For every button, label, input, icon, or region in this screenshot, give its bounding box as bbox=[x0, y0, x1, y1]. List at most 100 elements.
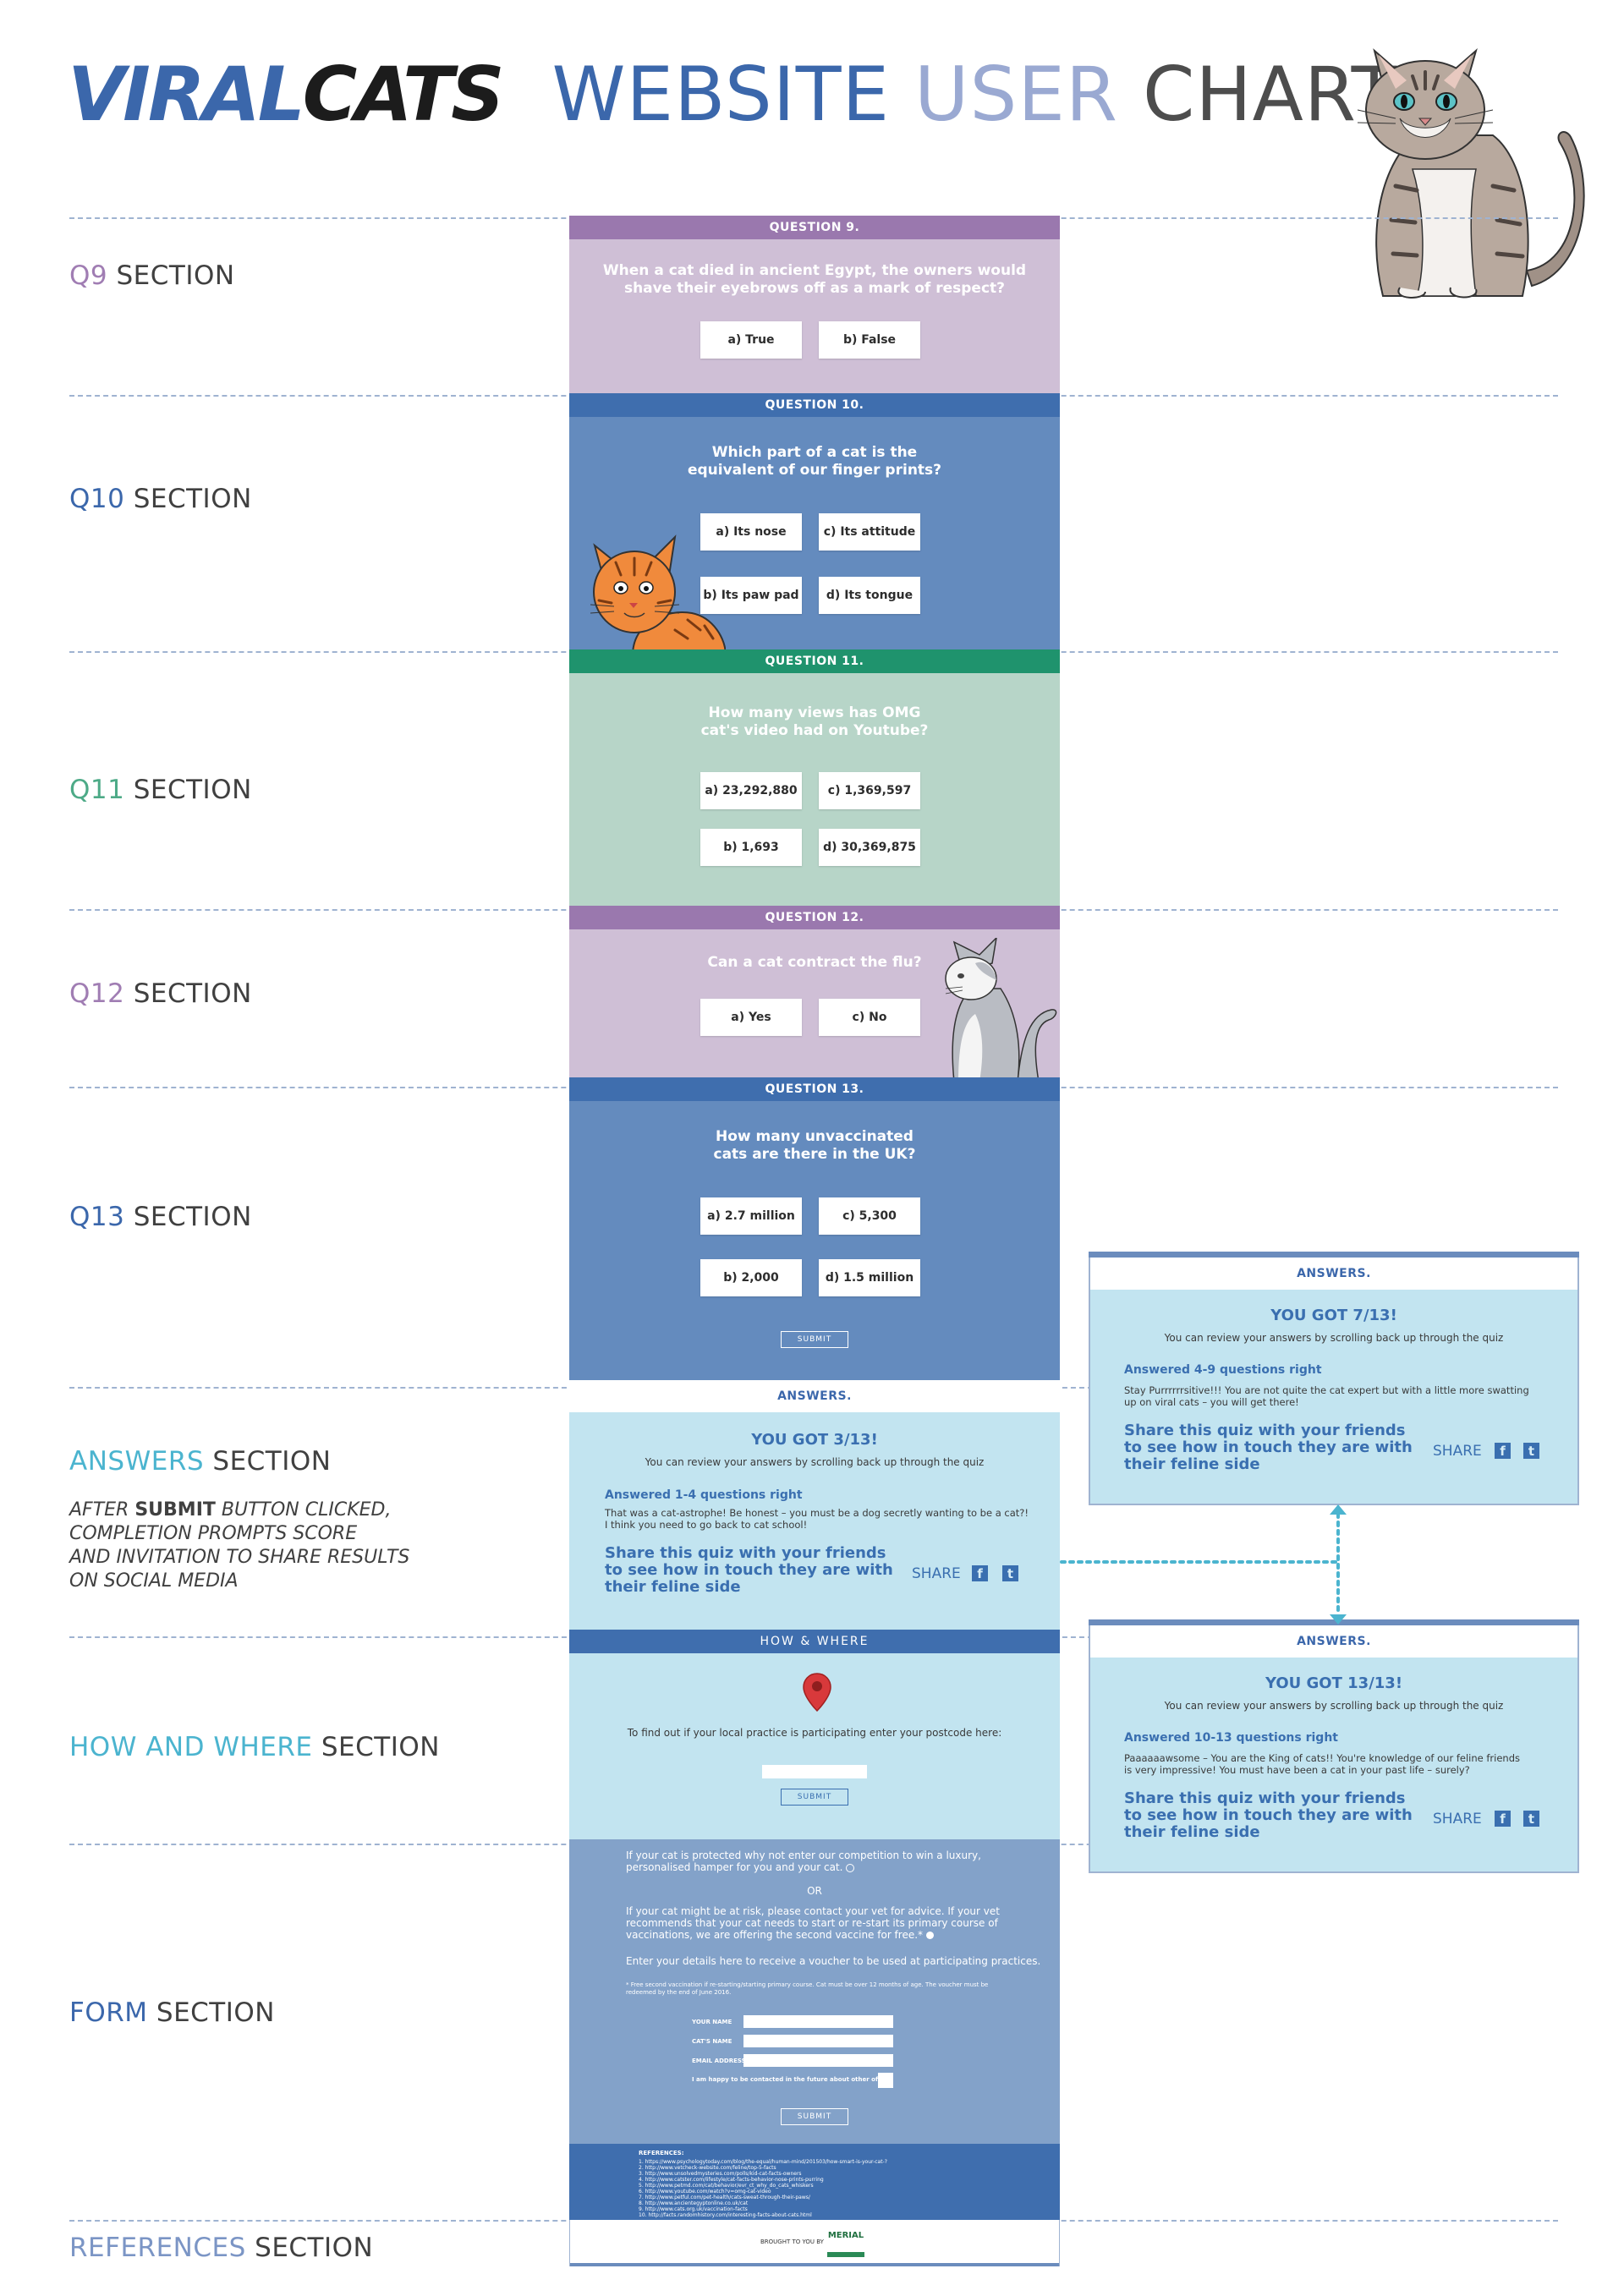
label-key: Q10 bbox=[69, 484, 125, 514]
title-chart: CHART bbox=[1143, 51, 1398, 138]
facebook-icon[interactable]: f bbox=[972, 1565, 988, 1581]
reference-item[interactable]: 9. http://www.cats.org.uk/vaccination-fa… bbox=[639, 2206, 748, 2212]
q10-option-d[interactable]: d) Its tongue bbox=[819, 577, 920, 614]
reference-item[interactable]: 7. http://www.petful.com/pet-health/cats… bbox=[639, 2195, 810, 2200]
vaccine-radio[interactable] bbox=[925, 1932, 934, 1939]
q9-header: QUESTION 9. bbox=[569, 216, 1060, 239]
q11-question: How many views has OMG cat's video had o… bbox=[569, 704, 1060, 740]
twitter-icon[interactable]: t bbox=[1523, 1811, 1539, 1827]
answers-header: ANSWERS. bbox=[1090, 1258, 1577, 1290]
label-key: Q9 bbox=[69, 260, 108, 291]
reference-item[interactable]: 5. http://www.petmd.com/cat/behavior/evr… bbox=[639, 2183, 814, 2189]
message-line: Stay Purrrrrrsitive!!! You are not quite… bbox=[1124, 1384, 1529, 1396]
note-text: AFTER bbox=[69, 1499, 135, 1521]
question-line: How many views has OMG bbox=[708, 704, 921, 721]
label-rest: SECTION bbox=[147, 1997, 275, 2028]
q9-option-b[interactable]: b) False bbox=[819, 321, 920, 359]
label-answers-section: ANSWERS SECTION bbox=[69, 1446, 331, 1477]
share-line: their feline side bbox=[605, 1578, 741, 1596]
answers-note: AFTER SUBMIT BUTTON CLICKED, COMPLETION … bbox=[69, 1499, 409, 1593]
reference-item[interactable]: 1. https://www.psychologytoday.com/blog/… bbox=[639, 2159, 887, 2165]
reference-item[interactable]: 4. http://www.catster.com/lifestyle/cat-… bbox=[639, 2177, 824, 2183]
q13-question: How many unvaccinated cats are there in … bbox=[569, 1128, 1060, 1164]
facebook-icon[interactable]: f bbox=[1495, 1443, 1511, 1459]
q13-option-d[interactable]: d) 1.5 million bbox=[819, 1259, 920, 1296]
email-label: EMAIL ADDRESS bbox=[692, 2058, 746, 2064]
q12-header: QUESTION 12. bbox=[569, 906, 1060, 929]
q11-option-b[interactable]: b) 1,693 bbox=[700, 829, 802, 866]
q10-panel: QUESTION 10. Which part of a cat is the … bbox=[569, 393, 1060, 651]
competition-radio[interactable] bbox=[846, 1863, 855, 1872]
box-top-bar bbox=[1089, 1619, 1579, 1625]
question-line: equivalent of our finger prints? bbox=[687, 462, 942, 479]
answers-score: YOU GOT 3/13! bbox=[751, 1431, 878, 1449]
note-line: COMPLETION PROMPTS SCORE bbox=[69, 1523, 358, 1544]
share-label: SHARE bbox=[1433, 1443, 1482, 1460]
label-q12-section: Q12 SECTION bbox=[69, 978, 252, 1009]
q13-panel: QUESTION 13. How many unvaccinated cats … bbox=[569, 1077, 1060, 1382]
cats-name-input[interactable] bbox=[743, 2035, 893, 2047]
label-howwhere-section: HOW AND WHERE SECTION bbox=[69, 1732, 440, 1762]
label-key: Q12 bbox=[69, 978, 125, 1009]
map-pin-icon bbox=[803, 1673, 831, 1712]
q9-option-a[interactable]: a) True bbox=[700, 321, 802, 359]
q11-panel: QUESTION 11. How many views has OMG cat'… bbox=[569, 649, 1060, 907]
q11-option-a[interactable]: a) 23,292,880 bbox=[700, 772, 802, 809]
twitter-icon[interactable]: t bbox=[1002, 1565, 1018, 1581]
note-line: ON SOCIAL MEDIA bbox=[69, 1570, 239, 1592]
form-line: vaccinations, we are offering the second… bbox=[626, 1929, 1000, 1941]
q10-option-a[interactable]: a) Its nose bbox=[700, 513, 802, 551]
share-line: to see how in touch they are with bbox=[605, 1561, 893, 1579]
q11-option-c[interactable]: c) 1,369,597 bbox=[819, 772, 920, 809]
q10-header: QUESTION 10. bbox=[569, 393, 1060, 417]
footer-panel: BROUGHT TO YOU BY MERIAL bbox=[569, 2220, 1060, 2266]
share-label: SHARE bbox=[1433, 1811, 1482, 1827]
howwhere-panel: HOW & WHERE To find out if your local pr… bbox=[569, 1630, 1060, 1839]
form-line-text: vaccinations, we are offering the second… bbox=[626, 1929, 924, 1941]
q10-option-b[interactable]: b) Its paw pad bbox=[700, 577, 802, 614]
label-q11-section: Q11 SECTION bbox=[69, 775, 252, 805]
your-name-input[interactable] bbox=[743, 2015, 893, 2028]
twitter-icon[interactable]: t bbox=[1523, 1443, 1539, 1459]
note-line: AND INVITATION TO SHARE RESULTS bbox=[69, 1547, 410, 1568]
share-line: Share this quiz with your friends bbox=[1124, 1422, 1406, 1439]
q13-option-c[interactable]: c) 5,300 bbox=[819, 1197, 920, 1235]
label-rest: SECTION bbox=[245, 2233, 374, 2263]
howwhere-submit-button[interactable]: SUBMIT bbox=[781, 1789, 848, 1806]
form-submit-button[interactable]: SUBMIT bbox=[781, 2108, 848, 2125]
answers-alt-mid: ANSWERS. YOU GOT 7/13! You can review yo… bbox=[1089, 1252, 1579, 1505]
reference-item[interactable]: 3. http://www.unsolvedmysteries.com/poll… bbox=[639, 2171, 802, 2177]
q9-question: When a cat died in ancient Egypt, the ow… bbox=[569, 262, 1060, 298]
q12-option-c[interactable]: c) No bbox=[819, 999, 920, 1036]
reference-item[interactable]: 2. http://www.vetcheck-website.com/felin… bbox=[639, 2165, 776, 2171]
question-line: shave their eyebrows off as a mark of re… bbox=[623, 280, 1006, 297]
q13-option-b[interactable]: b) 2,000 bbox=[700, 1259, 802, 1296]
q13-submit-button[interactable]: SUBMIT bbox=[781, 1331, 848, 1348]
references-heading: REFERENCES: bbox=[639, 2150, 684, 2156]
postcode-input[interactable] bbox=[762, 1765, 867, 1778]
howwhere-header: HOW & WHERE bbox=[569, 1630, 1060, 1653]
reference-item[interactable]: 8. http://www.ancientegyptonline.co.uk/c… bbox=[639, 2200, 749, 2206]
q11-option-d[interactable]: d) 30,369,875 bbox=[819, 829, 920, 866]
q12-question: Can a cat contract the flu? bbox=[707, 954, 922, 971]
answers-header: ANSWERS. bbox=[569, 1380, 1060, 1412]
contact-consent-checkbox[interactable] bbox=[878, 2073, 893, 2088]
q12-option-a[interactable]: a) Yes bbox=[700, 999, 802, 1036]
answers-header: ANSWERS. bbox=[1090, 1625, 1577, 1658]
share-invitation: Share this quiz with your friends to see… bbox=[1124, 1422, 1413, 1473]
q13-option-a[interactable]: a) 2.7 million bbox=[700, 1197, 802, 1235]
q10-option-c[interactable]: c) Its attitude bbox=[819, 513, 920, 551]
reference-item[interactable]: 6. http://www.youtube.com/watch?v=omg-ca… bbox=[639, 2189, 771, 2195]
form-line: personalised hamper for you and your cat… bbox=[626, 1861, 981, 1873]
label-q9-section: Q9 SECTION bbox=[69, 260, 235, 291]
facebook-icon[interactable]: f bbox=[1495, 1811, 1511, 1827]
email-input[interactable] bbox=[743, 2054, 893, 2067]
share-line: their feline side bbox=[1124, 1455, 1260, 1473]
answers-range: Answered 1-4 questions right bbox=[605, 1488, 803, 1502]
reference-item[interactable]: 10. http://facts.randomhistory.com/inter… bbox=[639, 2212, 812, 2218]
connector-arrows bbox=[1060, 1504, 1347, 1625]
answers-message: Paaaaaawsome – You are the King of cats!… bbox=[1124, 1752, 1520, 1776]
answers-panel: ANSWERS. YOU GOT 3/13! You can review yo… bbox=[569, 1380, 1060, 1630]
q9-panel: QUESTION 9. When a cat died in ancient E… bbox=[569, 216, 1060, 393]
brought-to-you-text: BROUGHT TO YOU BY bbox=[760, 2238, 824, 2245]
